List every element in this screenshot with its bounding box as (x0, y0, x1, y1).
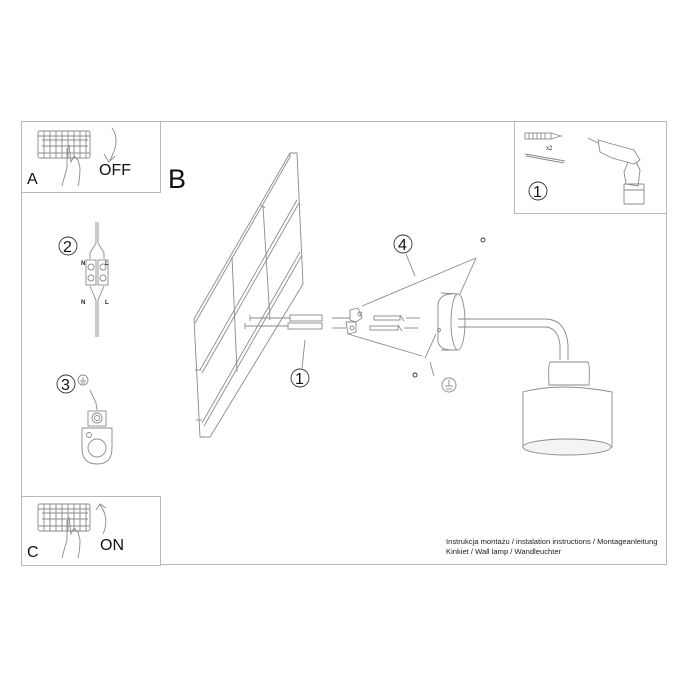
wiring-connector-diagram (85, 222, 109, 337)
screw-icon (524, 153, 566, 164)
step-3-number: 3 (61, 377, 70, 394)
mounting-screws (369, 314, 420, 332)
lamp-arm (458, 318, 569, 360)
caption-line-2: Kinkiet / Wall lamp / Wandleuchter (446, 547, 562, 556)
panel-b-letter: B (168, 164, 187, 194)
earth-ground-icon (441, 377, 457, 393)
outer-frame (21, 121, 667, 565)
hand-icon (61, 516, 81, 559)
lamp-shade (522, 361, 613, 456)
screw-head-icon (480, 237, 486, 243)
wall-tiles (193, 152, 304, 438)
drill-icon (587, 137, 645, 205)
quantity-label: x2 (546, 146, 553, 152)
wall-plugs (244, 314, 323, 330)
caption-line-1: Instrukcja montażu / instalation instruc… (446, 537, 658, 546)
svg-text:L: L (105, 300, 109, 306)
svg-text:N: N (81, 261, 85, 267)
lamp-canopy (437, 292, 466, 351)
earth-ground-icon (77, 374, 89, 386)
panel-c-letter: C (27, 544, 39, 561)
mounting-bracket (332, 307, 363, 335)
arrow-down-icon (103, 127, 117, 163)
earth-terminal-lug (81, 410, 113, 465)
panel-a-action: OFF (99, 162, 131, 179)
panel-c-action: ON (100, 537, 124, 554)
caption: Instrukcja montażu / instalation instruc… (446, 537, 657, 557)
tools-box (514, 121, 667, 214)
arrow-up-icon (95, 503, 107, 535)
screw-head-icon (412, 372, 418, 378)
hand-icon (61, 144, 81, 187)
mount-step-number: 4 (398, 237, 407, 254)
svg-text:L: L (105, 261, 109, 267)
tools-step-number: 1 (533, 184, 542, 201)
svg-text:N: N (81, 300, 85, 306)
panel-a-letter: A (27, 171, 38, 188)
step-2-number: 2 (63, 239, 72, 256)
wall-plug-icon (524, 132, 563, 140)
plug-step-number: 1 (295, 371, 304, 388)
breaker-panel-icon (37, 503, 91, 532)
breaker-panel-icon (37, 130, 91, 159)
